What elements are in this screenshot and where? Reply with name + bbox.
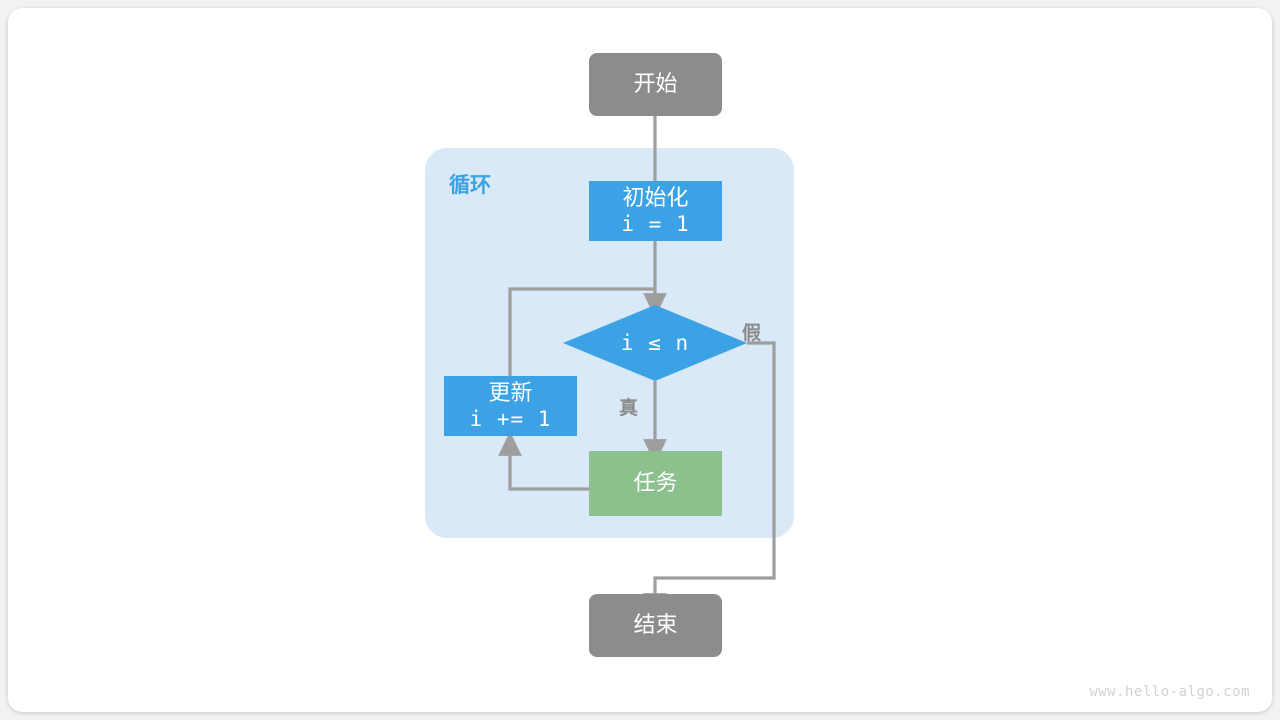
node-start[interactable]	[589, 53, 722, 116]
branch-label-false: 假	[742, 322, 762, 344]
loop-group-label: 循环	[449, 173, 491, 197]
watermark: www.hello-algo.com	[1089, 684, 1250, 700]
node-init[interactable]	[589, 181, 722, 241]
node-end[interactable]	[589, 594, 722, 657]
node-condition[interactable]	[563, 305, 747, 381]
edge-cond-false-to-end	[643, 341, 776, 618]
branch-label-true: 真	[619, 397, 639, 419]
diagram-card: 循环 开始 初始化 i = 1 i ≤ n 更新 i += 1 任务 结束 真 …	[8, 8, 1272, 712]
edge-task-to-update	[498, 431, 589, 491]
flowchart-svg	[425, 53, 794, 657]
node-update[interactable]	[444, 376, 577, 436]
node-task[interactable]	[589, 451, 722, 516]
edge-update-to-cond	[508, 287, 655, 376]
